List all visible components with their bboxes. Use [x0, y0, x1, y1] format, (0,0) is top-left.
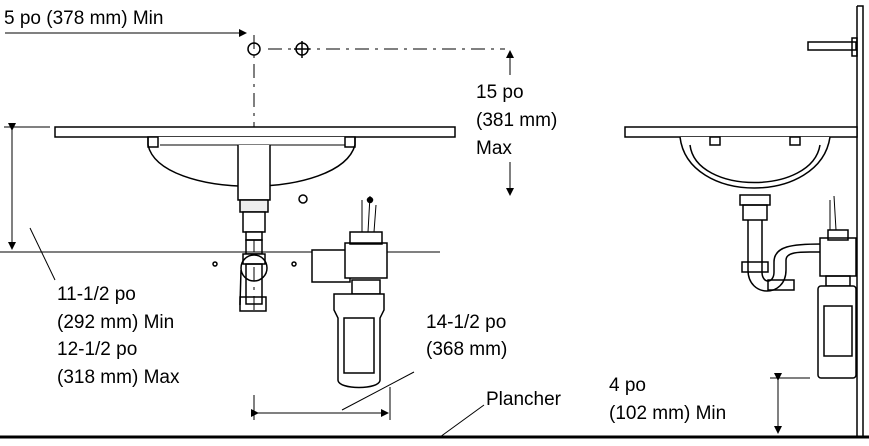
label-floor-clearance-2: (102 mm) Min [609, 403, 726, 424]
label-faucet-height-1: 15 po [476, 82, 524, 103]
pump-bracket [311, 249, 351, 283]
side-wall [856, 5, 864, 437]
countertop-side [624, 126, 858, 138]
soap-bottle-side [817, 285, 857, 379]
label-rim-drain-2: (292 mm) Min [57, 312, 174, 333]
label-pump-depth-1: 14-1/2 po [426, 312, 506, 333]
label-pump-depth-2: (368 mm) [426, 339, 507, 360]
faucet-spout-side [807, 41, 857, 51]
front-view [0, 35, 505, 389]
basin-side [679, 136, 831, 189]
label-clearance-top: 5 po (378 mm) Min [4, 8, 163, 29]
p-trap-side [747, 220, 823, 292]
label-rim-drain-1: 11-1/2 po [57, 284, 136, 305]
pump-side [819, 237, 857, 277]
label-faucet-height-2: (381 mm) [476, 110, 557, 131]
faucet-hole-left [247, 42, 261, 56]
label-floor-clearance-1: 4 po [609, 375, 646, 396]
label-rim-drain-3: 12-1/2 po [57, 339, 137, 360]
label-faucet-height-3: Max [476, 138, 512, 159]
side-view [624, 37, 858, 379]
label-floor: Plancher [486, 389, 562, 410]
countertop-front [54, 126, 456, 138]
dimension-lines [4, 29, 810, 438]
label-rim-drain-4: (318 mm) Max [57, 367, 180, 388]
dimension-labels: 5 po (378 mm) Min 15 po (381 mm) Max 11-… [4, 8, 726, 424]
